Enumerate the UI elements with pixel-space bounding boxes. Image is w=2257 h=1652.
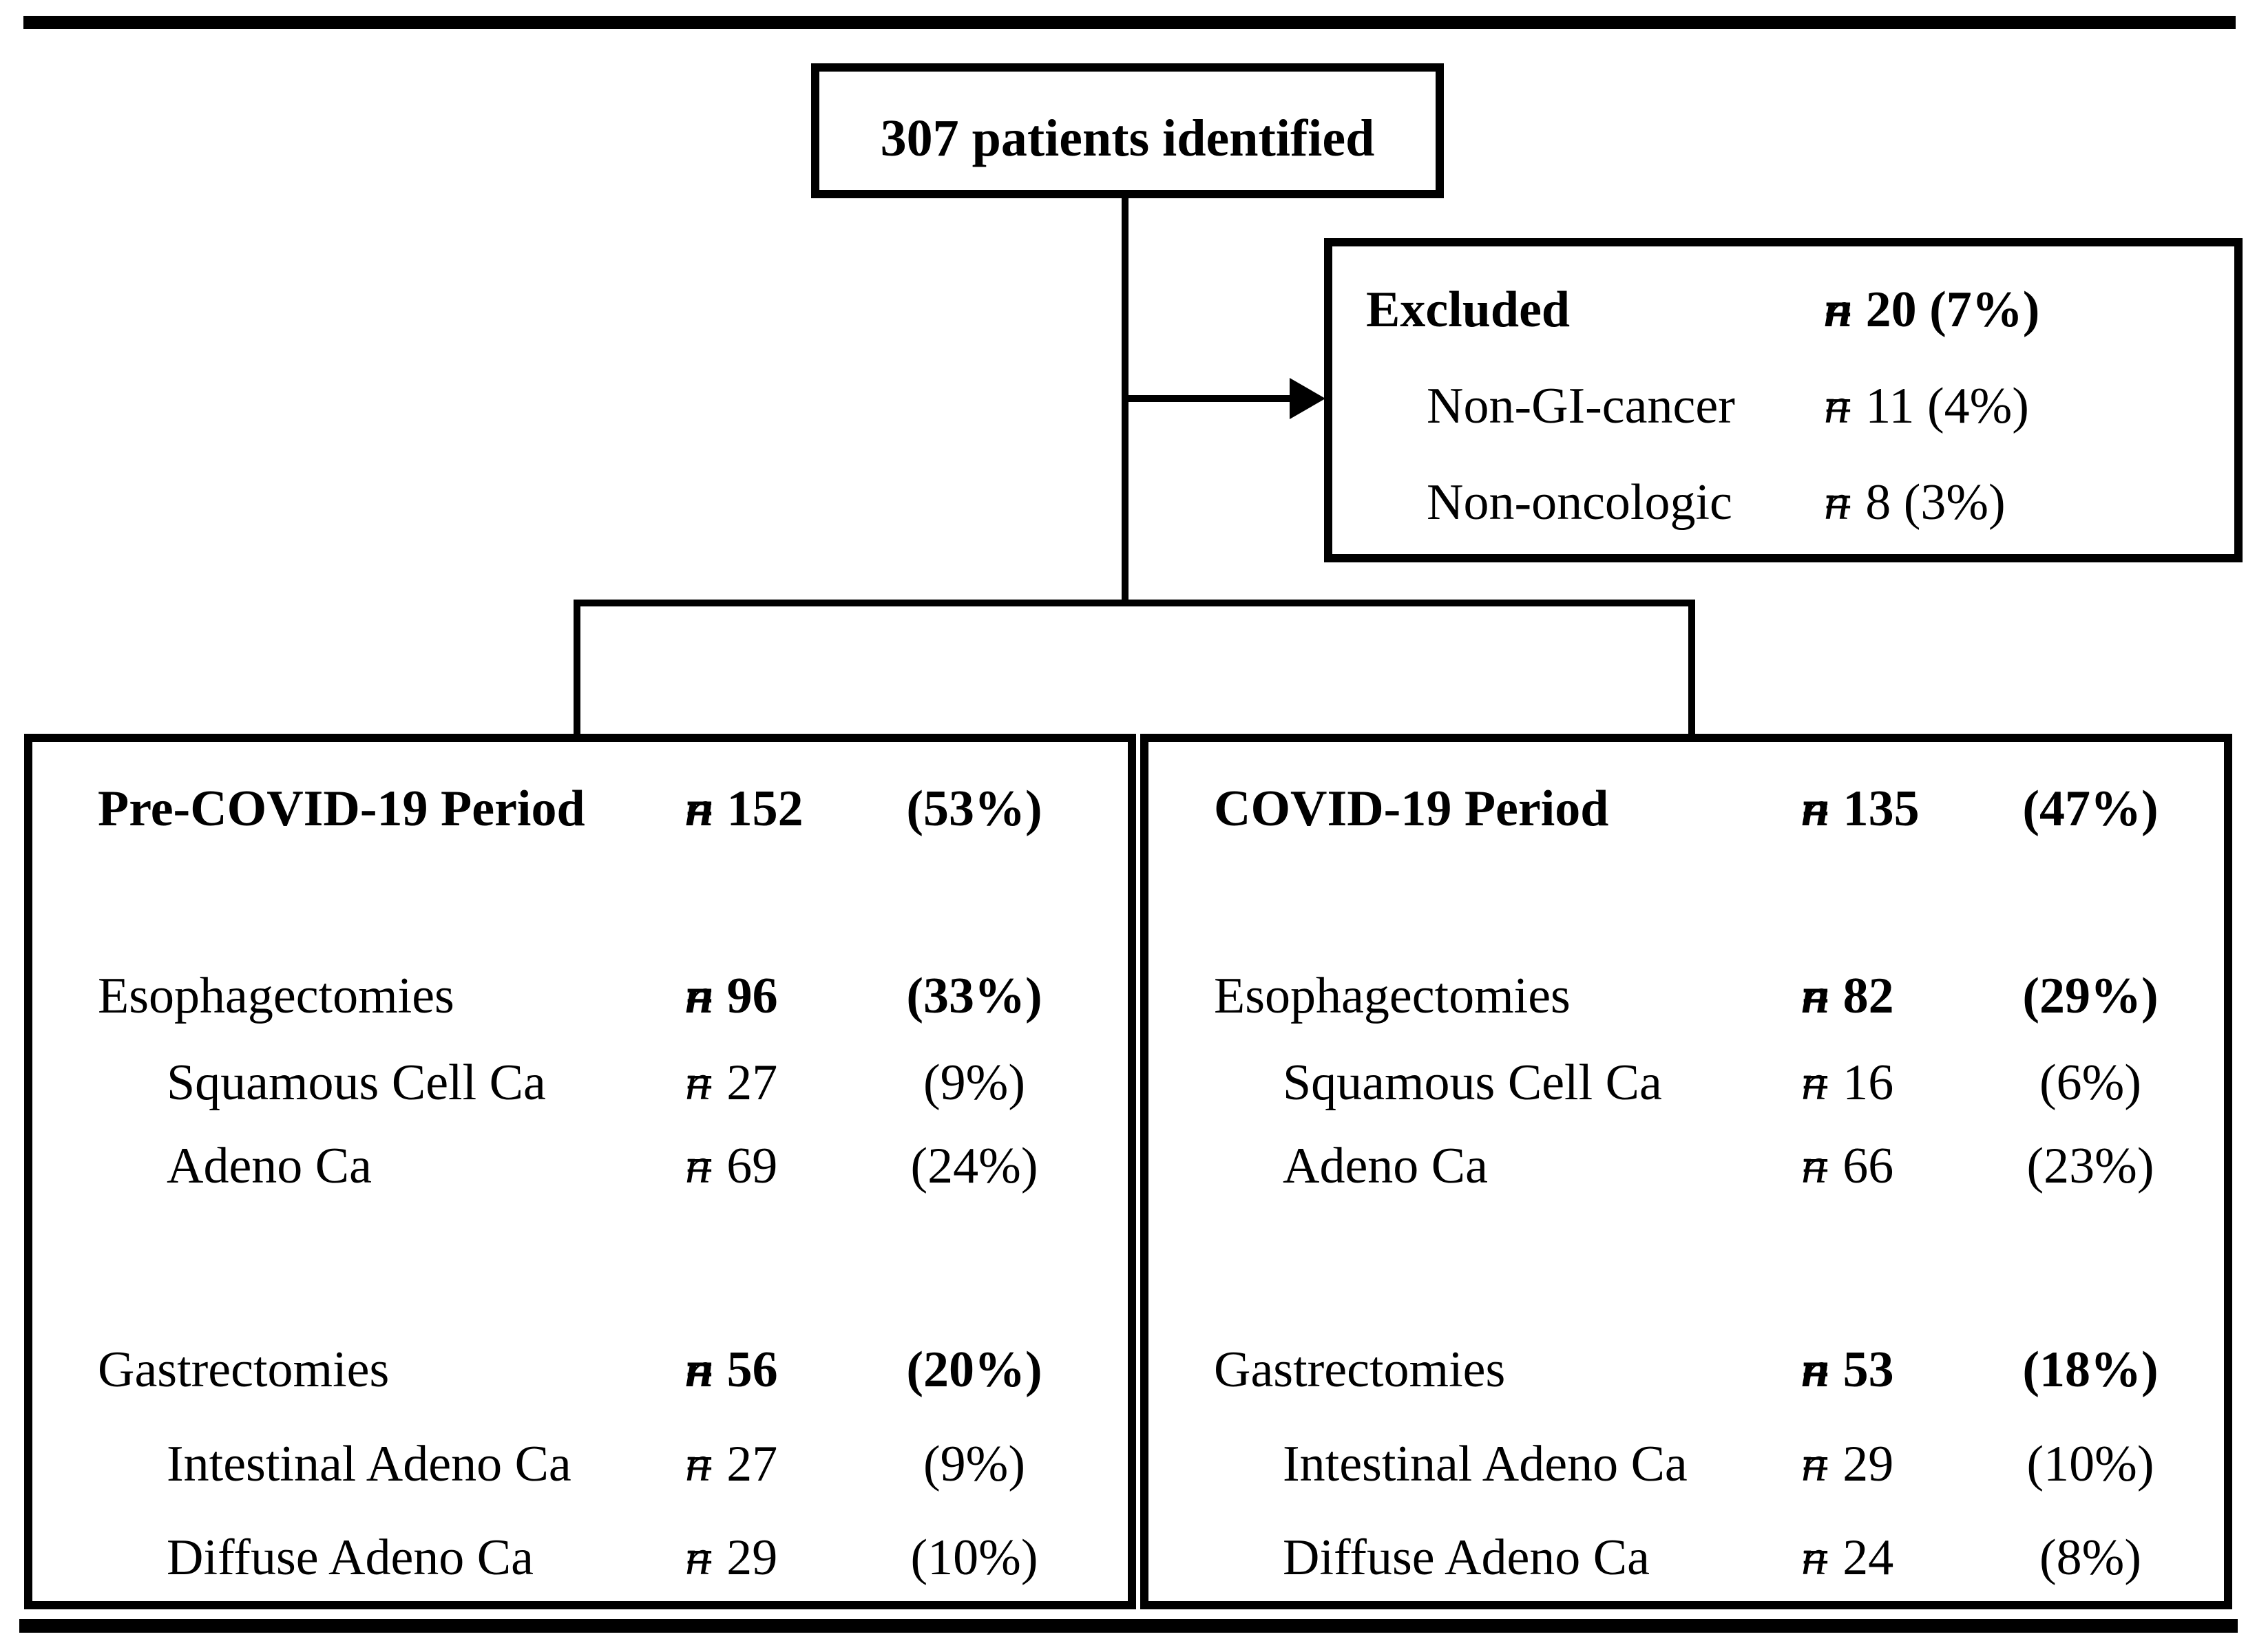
period-title: Pre-COVID-19 Period: [98, 781, 585, 837]
n-symbol: n: [685, 1436, 711, 1492]
patients-identified-text: 307 patients identified: [880, 109, 1375, 167]
branch-vertical-right: [1688, 600, 1695, 734]
item-label: Adeno Ca: [1283, 1138, 1488, 1194]
n-symbol: n: [1824, 282, 1853, 338]
excluded-box: Excluded n= 20 (7%) Non-GI-cancer n= 11 …: [1324, 238, 2243, 562]
n-symbol: n: [1801, 781, 1830, 837]
n-symbol: n: [685, 1529, 711, 1586]
item-n-text: = 27: [685, 1436, 778, 1492]
n-symbol: n: [1801, 1529, 1827, 1586]
period-pct: (53%): [906, 781, 1042, 837]
section-n-text: = 56: [685, 1342, 778, 1398]
patients-identified-box: 307 patients identified: [811, 63, 1444, 198]
item-n-text: = 24: [1801, 1529, 1894, 1586]
section-pct: (18%): [2022, 1342, 2159, 1398]
excluded-header-row: Excluded n= 20 (7%): [1332, 275, 2234, 344]
n-symbol: n: [1801, 1055, 1827, 1111]
item-n-text: = 29: [1801, 1436, 1894, 1492]
excluded-item-n-text: = 11 (4%): [1824, 378, 2029, 434]
item-label: Adeno Ca: [167, 1138, 372, 1194]
item-label: Squamous Cell Ca: [1283, 1055, 1662, 1111]
figure-bottom-rule: [19, 1619, 2238, 1633]
n-symbol: n: [1801, 1342, 1830, 1398]
period-title: COVID-19 Period: [1214, 781, 1609, 837]
item-row: Diffuse Adeno Ca n= 24 (8%): [1148, 1523, 2224, 1592]
item-label: Squamous Cell Ca: [167, 1055, 546, 1111]
item-pct: (8%): [2039, 1529, 2141, 1586]
n-symbol: n: [685, 1055, 711, 1111]
item-row: Adeno Ca n= 66 (23%): [1148, 1132, 2224, 1200]
excluded-arrow-shaft: [1125, 395, 1292, 402]
section-pct: (33%): [906, 968, 1042, 1024]
period-header-row: Pre-COVID-19 Period n= 152 (53%): [32, 774, 1128, 843]
item-row: Intestinal Adeno Ca n= 29 (10%): [1148, 1430, 2224, 1499]
section-n-text: = 96: [685, 968, 778, 1024]
period-n-text: = 135: [1801, 781, 1920, 837]
n-symbol: n: [1801, 1436, 1827, 1492]
branch-vertical-left: [574, 600, 580, 734]
section-row: Gastrectomies n= 53 (18%): [1148, 1335, 2224, 1404]
section-pct: (29%): [2022, 968, 2159, 1024]
figure-top-rule: [23, 16, 2236, 29]
covid-period-box: COVID-19 Period n= 135 (47%) Esophagecto…: [1140, 734, 2232, 1609]
item-pct: (9%): [923, 1436, 1025, 1492]
branch-horizontal: [574, 600, 1695, 606]
excluded-item-row: Non-oncologic n= 8 (3%): [1332, 468, 2234, 537]
item-label: Diffuse Adeno Ca: [167, 1529, 534, 1586]
item-n-text: = 69: [685, 1138, 778, 1194]
section-label: Gastrectomies: [98, 1342, 390, 1398]
section-label: Gastrectomies: [1214, 1342, 1506, 1398]
item-row: Adeno Ca n= 69 (24%): [32, 1132, 1128, 1200]
item-pct: (10%): [910, 1529, 1038, 1586]
item-n-text: = 16: [1801, 1055, 1894, 1111]
item-label: Intestinal Adeno Ca: [167, 1436, 571, 1492]
item-n-text: = 27: [685, 1055, 778, 1111]
section-label: Esophagectomies: [98, 968, 454, 1024]
excluded-arrowhead-icon: [1290, 378, 1325, 419]
n-symbol: n: [685, 1342, 714, 1398]
n-symbol: n: [685, 781, 714, 837]
item-label: Diffuse Adeno Ca: [1283, 1529, 1650, 1586]
item-row: Diffuse Adeno Ca n= 29 (10%): [32, 1523, 1128, 1592]
section-row: Esophagectomies n= 82 (29%): [1148, 962, 2224, 1030]
excluded-item-n-text: = 8 (3%): [1824, 474, 2006, 531]
pre-covid-period-box: Pre-COVID-19 Period n= 152 (53%) Esophag…: [24, 734, 1136, 1609]
period-pct: (47%): [2022, 781, 2159, 837]
n-symbol: n: [1824, 378, 1849, 434]
section-n-text: = 53: [1801, 1342, 1894, 1398]
item-row: Intestinal Adeno Ca n= 27 (9%): [32, 1430, 1128, 1499]
item-n-text: = 29: [685, 1529, 778, 1586]
item-label: Intestinal Adeno Ca: [1283, 1436, 1688, 1492]
section-row: Esophagectomies n= 96 (33%): [32, 962, 1128, 1030]
item-row: Squamous Cell Ca n= 16 (6%): [1148, 1048, 2224, 1117]
excluded-item-label: Non-oncologic: [1427, 474, 1732, 531]
excluded-item-row: Non-GI-cancer n= 11 (4%): [1332, 372, 2234, 441]
excluded-label: Excluded: [1366, 282, 1571, 338]
period-header-row: COVID-19 Period n= 135 (47%): [1148, 774, 2224, 843]
item-pct: (6%): [2039, 1055, 2141, 1111]
section-n-text: = 82: [1801, 968, 1894, 1024]
n-symbol: n: [1801, 968, 1830, 1024]
n-symbol: n: [1824, 474, 1849, 531]
item-pct: (23%): [2026, 1138, 2154, 1194]
excluded-n-text: = 20 (7%): [1824, 282, 2040, 338]
period-n-text: = 152: [685, 781, 804, 837]
section-row: Gastrectomies n= 56 (20%): [32, 1335, 1128, 1404]
item-pct: (24%): [910, 1138, 1038, 1194]
n-symbol: n: [1801, 1138, 1827, 1194]
item-pct: (9%): [923, 1055, 1025, 1111]
item-n-text: = 66: [1801, 1138, 1894, 1194]
n-symbol: n: [685, 1138, 711, 1194]
section-pct: (20%): [906, 1342, 1042, 1398]
item-pct: (10%): [2026, 1436, 2154, 1492]
item-row: Squamous Cell Ca n= 27 (9%): [32, 1048, 1128, 1117]
section-label: Esophagectomies: [1214, 968, 1571, 1024]
n-symbol: n: [685, 968, 714, 1024]
excluded-item-label: Non-GI-cancer: [1427, 378, 1735, 434]
